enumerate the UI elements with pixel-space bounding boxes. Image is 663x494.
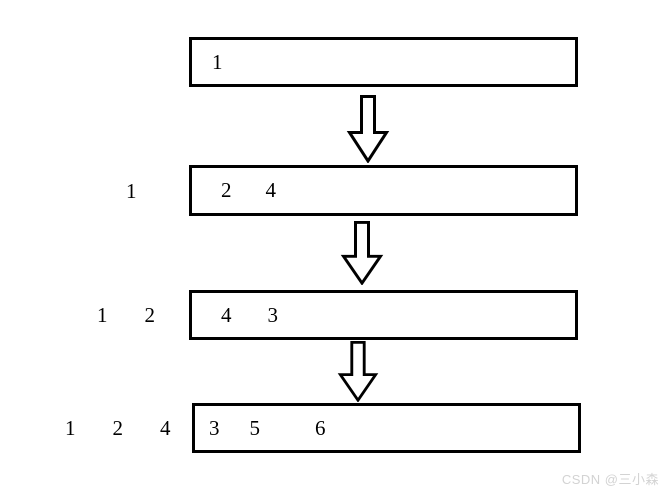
down-arrow-icon: [346, 95, 390, 163]
step-4-box: 3 5 6: [192, 403, 581, 453]
step-4-outside-values: 1 2 4: [65, 403, 171, 453]
value: 1: [97, 302, 108, 327]
step-1-inside-values: 1: [192, 49, 223, 74]
watermark: CSDN @三小森: [561, 472, 659, 487]
value: 2: [221, 178, 232, 202]
value: 4: [265, 178, 277, 202]
value: 5: [249, 415, 261, 440]
value: 6: [315, 415, 326, 440]
value: 4: [160, 415, 171, 440]
step-4-inside-values: 3 5 6: [195, 415, 326, 440]
down-arrow-icon: [340, 221, 384, 285]
value: 1: [65, 415, 76, 440]
value: 2: [112, 415, 124, 440]
value: 2: [144, 302, 156, 327]
step-2-outside-values: 1: [126, 166, 137, 216]
step-1-box: 1: [189, 37, 578, 87]
value: 3: [267, 302, 279, 327]
value: 3: [209, 415, 220, 440]
down-arrow-icon: [337, 341, 379, 402]
value: 1: [126, 178, 137, 203]
value: 1: [212, 49, 223, 74]
value: 4: [221, 302, 232, 327]
